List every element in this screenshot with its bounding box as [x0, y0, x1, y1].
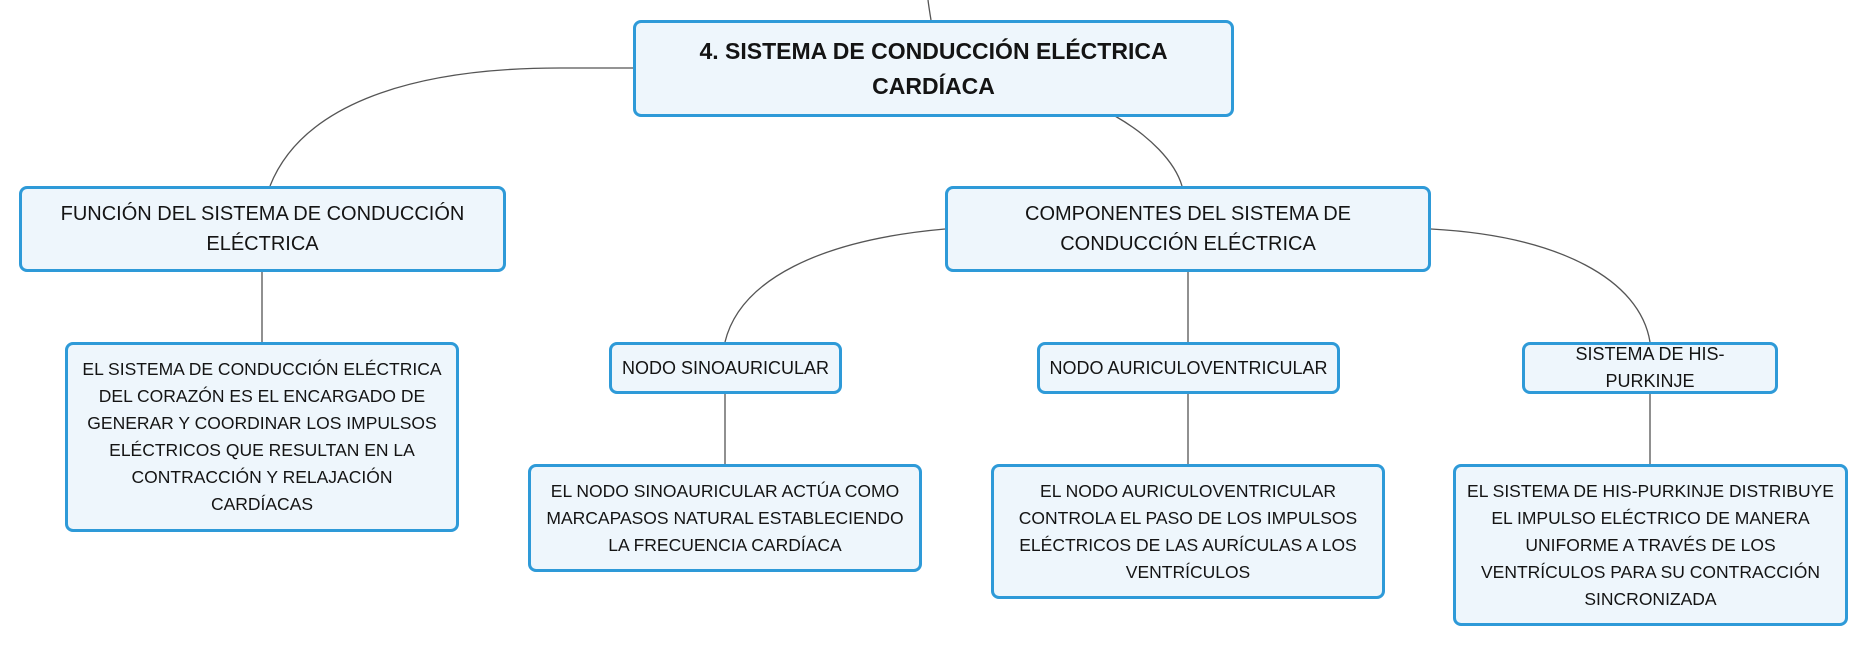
funcion-description-node[interactable]: EL SISTEMA DE CONDUCCIÓN ELÉCTRICA DEL C… — [65, 342, 459, 532]
connector-componentes-to-sinoauricular — [724, 228, 946, 343]
sinoauricular-topic-node[interactable]: NODO SINOAURICULAR — [609, 342, 842, 394]
sinoauricular-topic-label: NODO SINOAURICULAR — [621, 357, 830, 378]
connector-parent-to-root — [927, 0, 932, 21]
sinoauricular-description-text: EL NODO SINOAURICULAR ACTÚA COMO MARCAPA… — [546, 480, 904, 555]
his-purkinje-description-node[interactable]: EL SISTEMA DE HIS-PURKINJE DISTRIBUYE EL… — [1453, 464, 1848, 626]
componentes-topic-node[interactable]: COMPONENTES DEL SISTEMA DE CONDUCCIÓN EL… — [945, 186, 1431, 272]
funcion-description-text: EL SISTEMA DE CONDUCCIÓN ELÉCTRICA DEL C… — [82, 359, 442, 514]
funcion-topic-label: FUNCIÓN DEL SISTEMA DE CONDUCCIÓN ELÉCTR… — [60, 203, 465, 255]
his-purkinje-description-text: EL SISTEMA DE HIS-PURKINJE DISTRIBUYE EL… — [1467, 480, 1834, 609]
componentes-topic-label: COMPONENTES DEL SISTEMA DE CONDUCCIÓN EL… — [1025, 203, 1351, 255]
root-topic-label: 4. SISTEMA DE CONDUCCIÓN ELÉCTRICA CARDÍ… — [699, 37, 1168, 99]
auriculoventricular-topic-label: NODO AURICULOVENTRICULAR — [1049, 357, 1328, 378]
his-purkinje-topic-label: SISTEMA DE HIS-PURKINJE — [1575, 344, 1725, 391]
auriculoventricular-description-text: EL NODO AURICULOVENTRICULAR CONTROLA EL … — [1018, 480, 1358, 582]
connector-root-to-componentes — [1114, 115, 1183, 187]
root-topic-node[interactable]: 4. SISTEMA DE CONDUCCIÓN ELÉCTRICA CARDÍ… — [633, 20, 1234, 117]
funcion-topic-node[interactable]: FUNCIÓN DEL SISTEMA DE CONDUCCIÓN ELÉCTR… — [19, 186, 506, 272]
sinoauricular-description-node[interactable]: EL NODO SINOAURICULAR ACTÚA COMO MARCAPA… — [528, 464, 922, 572]
connector-componentes-to-his-purkinje — [1430, 228, 1651, 343]
connector-root-to-funcion — [269, 67, 633, 187]
auriculoventricular-description-node[interactable]: EL NODO AURICULOVENTRICULAR CONTROLA EL … — [991, 464, 1385, 599]
auriculoventricular-topic-node[interactable]: NODO AURICULOVENTRICULAR — [1037, 342, 1340, 394]
his-purkinje-topic-node[interactable]: SISTEMA DE HIS-PURKINJE — [1522, 342, 1778, 394]
